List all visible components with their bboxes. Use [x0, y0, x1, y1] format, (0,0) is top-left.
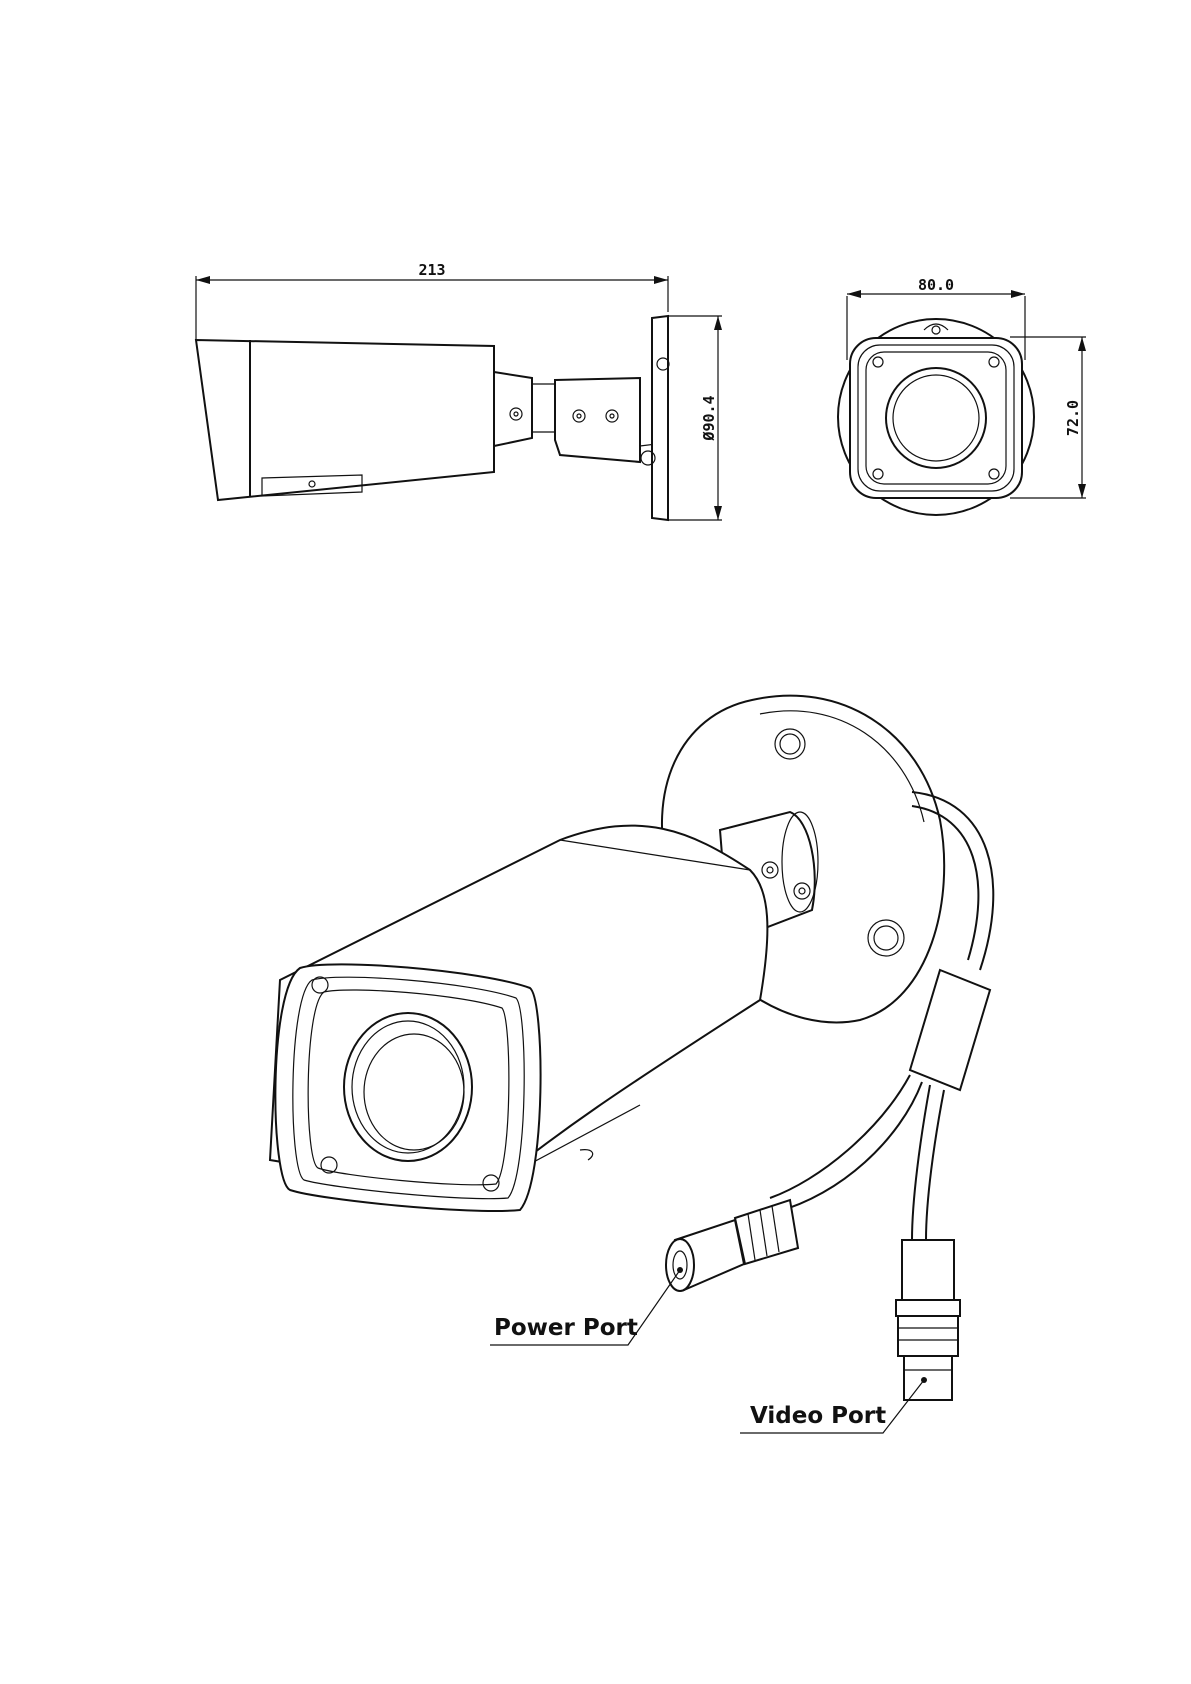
video-port-callout: Video Port — [740, 1377, 927, 1433]
diameter-dimension: Ø90.4 — [668, 316, 722, 520]
mount-plate-side — [641, 316, 669, 520]
mount-arm-side — [494, 372, 656, 462]
power-connector — [666, 1200, 798, 1291]
height-label: 72.0 — [1064, 400, 1082, 436]
video-port-label: Video Port — [750, 1403, 886, 1429]
isometric-view: Power Port Video Port — [270, 696, 993, 1433]
length-label: 213 — [418, 261, 445, 279]
diameter-label: Ø90.4 — [700, 395, 718, 441]
front-view: 80.0 72.0 — [838, 276, 1086, 515]
width-label: 80.0 — [918, 276, 954, 294]
power-port-label: Power Port — [494, 1315, 638, 1341]
power-port-callout: Power Port — [490, 1267, 683, 1345]
camera-front — [275, 964, 540, 1211]
side-view: 213 — [196, 261, 722, 520]
length-dimension: 213 — [196, 261, 668, 340]
camera-body-side — [196, 340, 494, 500]
camera-front-face — [838, 319, 1034, 515]
video-connector — [896, 1240, 960, 1400]
